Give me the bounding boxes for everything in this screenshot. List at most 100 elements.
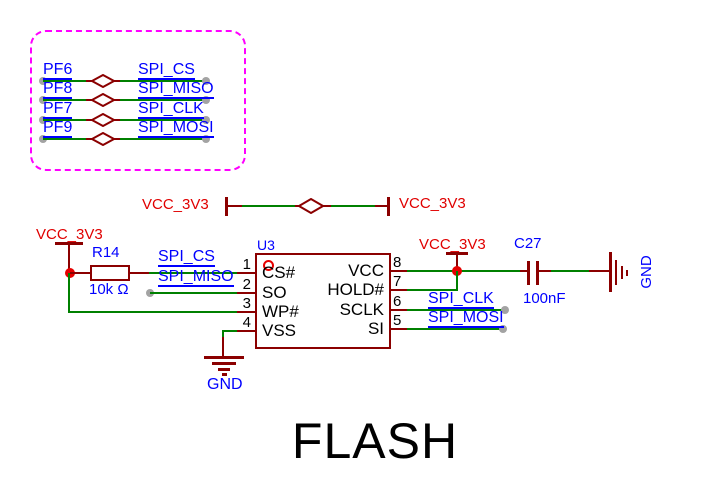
wire-pf8-left <box>43 99 86 101</box>
pin-number-8: 8 <box>393 254 402 271</box>
net-label-pf6[interactable]: PF6 <box>43 61 73 80</box>
no-connect-dot <box>202 96 210 104</box>
pin-stub-5 <box>390 328 407 330</box>
wire-tie <box>228 205 242 207</box>
net-label-spi-clk[interactable]: SPI_CLK <box>428 290 494 309</box>
gnd-stem <box>222 337 224 358</box>
wire-cap-left <box>520 270 527 272</box>
pin-number-1: 1 <box>242 256 251 273</box>
wire-to-gnd-red <box>589 270 610 272</box>
wire-pf6-left <box>43 80 86 82</box>
capacitor-plate-right[interactable] <box>536 261 539 285</box>
net-label-spi-cs[interactable]: SPI_CS <box>158 248 215 267</box>
net-label-pf9[interactable]: PF9 <box>43 119 73 138</box>
net-tie-diamond-icon[interactable] <box>91 132 115 146</box>
ground-symbol-bar4 <box>222 373 227 376</box>
capacitor-plate-left[interactable] <box>527 261 530 285</box>
ground-symbol-bar1[interactable] <box>204 356 244 359</box>
resistor-designator[interactable]: R14 <box>92 244 120 261</box>
pin1-indicator-icon <box>263 260 274 271</box>
pin-stub-8 <box>390 270 407 272</box>
chip-designator[interactable]: U3 <box>257 237 275 253</box>
power-pin-bar <box>225 197 228 216</box>
wire-pf7-right <box>120 119 206 121</box>
wire-to-gnd <box>551 270 589 272</box>
power-label-vcc3v3-tie-right[interactable]: VCC_3V3 <box>399 195 466 212</box>
net-tie-diamond-icon[interactable] <box>298 198 324 214</box>
wire-vcc-pin8 <box>407 270 520 272</box>
wire-hold-horizontal <box>407 289 458 291</box>
pin-number-3: 3 <box>242 295 251 312</box>
net-label-spi-miso-box[interactable]: SPI_MISO <box>138 80 214 99</box>
wire-tie <box>331 205 375 207</box>
wire-spi-clk <box>407 309 506 311</box>
wire-r14-left <box>70 272 90 274</box>
pin-name-si: SI <box>367 319 384 338</box>
capacitor-designator[interactable]: C27 <box>514 235 542 252</box>
net-tie-diamond-icon[interactable] <box>91 113 115 127</box>
wire-pf9-left <box>43 138 86 140</box>
ground-symbol-bar2 <box>615 260 617 285</box>
no-connect-dot <box>202 135 210 143</box>
pin-number-7: 7 <box>393 273 402 290</box>
pin-number-5: 5 <box>393 312 402 329</box>
pin-name-wp: WP# <box>262 302 299 321</box>
net-label-spi-miso[interactable]: SPI_MISO <box>158 268 234 287</box>
power-label-vcc3v3-left[interactable]: VCC_3V3 <box>36 226 103 243</box>
pin-stub-6 <box>390 309 407 311</box>
wire-tie <box>375 205 387 207</box>
resistor-value[interactable]: 10k Ω <box>89 281 129 298</box>
no-connect-dot <box>499 325 507 333</box>
pin-stub-3 <box>237 311 256 313</box>
no-connect-dot <box>202 116 210 124</box>
wire-r14-right <box>130 272 149 274</box>
ground-symbol-bar4 <box>626 270 628 276</box>
sheet-title: FLASH <box>291 413 459 469</box>
power-label-vcc3v3-right[interactable]: VCC_3V3 <box>419 236 486 253</box>
wire-pf9-right <box>120 138 206 140</box>
power-bar-icon <box>55 242 83 245</box>
capacitor-value[interactable]: 100nF <box>523 290 566 307</box>
no-connect-dot <box>501 306 509 314</box>
ground-symbol-bar2 <box>212 362 236 365</box>
pin-stub-1 <box>237 272 256 274</box>
ground-label-bottom[interactable]: GND <box>207 376 243 393</box>
pin-name-sclk: SCLK <box>339 300 384 319</box>
net-label-spi-clk-box[interactable]: SPI_CLK <box>138 100 204 119</box>
power-label-vcc3v3-tie-left[interactable]: VCC_3V3 <box>142 196 209 213</box>
resistor-body[interactable] <box>90 265 130 281</box>
wire-wp-horizontal <box>68 311 237 313</box>
net-tie-diamond-icon[interactable] <box>91 93 115 107</box>
ground-symbol-bar1[interactable] <box>609 252 612 292</box>
wire-spi-miso <box>150 292 240 294</box>
net-label-pf8[interactable]: PF8 <box>43 80 73 99</box>
pin-stub-7 <box>390 289 407 291</box>
wire-cap-right <box>539 270 551 272</box>
net-label-spi-mosi-box[interactable]: SPI_MOSI <box>138 119 214 138</box>
wire-vss-drop <box>222 330 224 338</box>
net-tie-diamond-icon[interactable] <box>91 74 115 88</box>
wire-pf7-left <box>43 119 86 121</box>
wire-pf8-right <box>120 99 206 101</box>
chip-body[interactable] <box>255 253 391 349</box>
ground-label-right[interactable]: GND <box>638 255 655 289</box>
wire-spi-cs <box>149 272 240 274</box>
wire-hold-vertical <box>456 271 458 290</box>
pin-name-so: SO <box>262 283 287 302</box>
net-label-pf7[interactable]: PF7 <box>43 100 73 119</box>
pin-number-6: 6 <box>393 293 402 310</box>
ground-symbol-bar3 <box>218 368 230 371</box>
power-pin-bar <box>387 197 390 216</box>
no-connect-dot <box>202 77 210 85</box>
wire-vss <box>223 330 238 332</box>
ground-symbol-bar3 <box>621 266 623 279</box>
pin-number-4: 4 <box>242 314 251 331</box>
port-group-box <box>30 30 246 171</box>
pin-name-vss: VSS <box>262 321 297 340</box>
pin-name-hold: HOLD# <box>327 280 384 299</box>
net-label-spi-cs-box[interactable]: SPI_CS <box>138 61 195 80</box>
wire-wp-vertical <box>68 273 70 312</box>
net-label-spi-mosi[interactable]: SPI_MOSI <box>428 309 504 328</box>
wire-tie <box>242 205 295 207</box>
wire-vcc-drop-right <box>456 255 458 267</box>
